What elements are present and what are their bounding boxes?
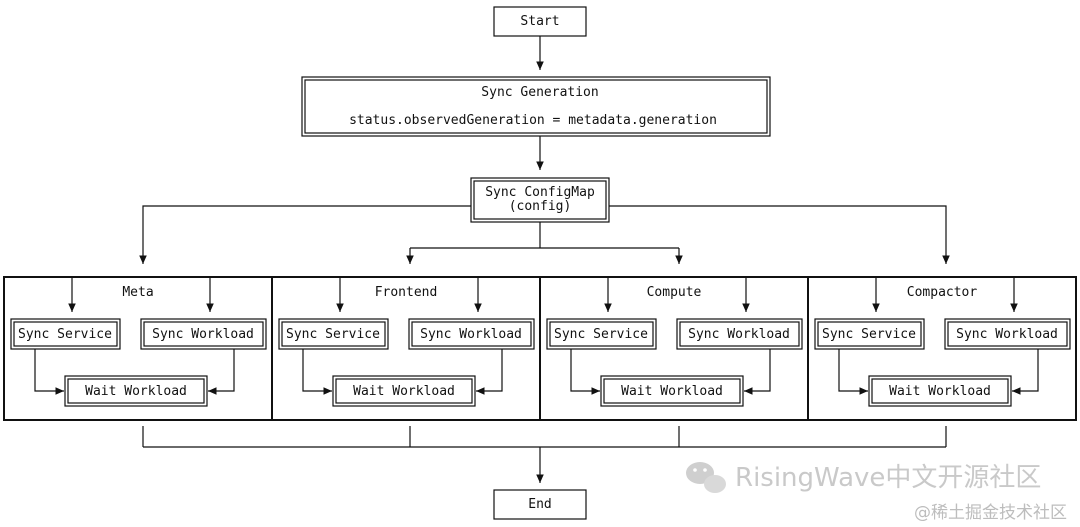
- sync-generation-node: Sync Generation status.observedGeneratio…: [301, 76, 771, 137]
- component-title: Meta: [122, 285, 153, 300]
- wait-workload-label: Wait Workload: [353, 384, 455, 399]
- sync-workload-label: Sync Workload: [956, 327, 1058, 342]
- sync-service-label: Sync Service: [554, 327, 648, 342]
- fanout-connectors: [139, 205, 950, 264]
- sync-service-node: Sync Service: [10, 318, 121, 350]
- component-title: Compute: [647, 285, 702, 300]
- sync-generation-detail: status.observedGeneration = metadata.gen…: [349, 113, 717, 128]
- sync-service-node: Sync Service: [278, 318, 389, 350]
- sync-service-label: Sync Service: [18, 327, 112, 342]
- wait-workload-node: Wait Workload: [332, 375, 476, 407]
- end-label: End: [528, 497, 551, 512]
- wait-workload-node: Wait Workload: [600, 375, 744, 407]
- wait-workload-node: Wait Workload: [64, 375, 208, 407]
- fanin-connectors: [142, 426, 947, 483]
- sync-configmap-node: Sync ConfigMap (config): [470, 177, 610, 223]
- sync-configmap-subtitle: (config): [509, 199, 572, 214]
- watermark: RisingWave中文开源社区 @稀土掘金技术社区: [686, 462, 1067, 523]
- sync-workload-label: Sync Workload: [152, 327, 254, 342]
- wait-workload-label: Wait Workload: [621, 384, 723, 399]
- sync-service-label: Sync Service: [286, 327, 380, 342]
- start-label: Start: [520, 14, 559, 29]
- end-node: End: [493, 489, 587, 520]
- start-node: Start: [493, 6, 587, 37]
- sync-workload-node: Sync Workload: [140, 318, 267, 350]
- component-title: Frontend: [375, 285, 438, 300]
- sync-generation-title: Sync Generation: [481, 85, 598, 100]
- sync-service-label: Sync Service: [822, 327, 916, 342]
- wait-workload-node: Wait Workload: [868, 375, 1012, 407]
- sync-service-node: Sync Service: [814, 318, 925, 350]
- sync-workload-node: Sync Workload: [408, 318, 535, 350]
- watermark-site: @稀土掘金技术社区: [914, 503, 1067, 523]
- wait-workload-label: Wait Workload: [85, 384, 187, 399]
- wait-workload-label: Wait Workload: [889, 384, 991, 399]
- sync-workload-label: Sync Workload: [420, 327, 522, 342]
- sync-configmap-title: Sync ConfigMap: [485, 185, 595, 200]
- sync-workload-node: Sync Workload: [944, 318, 1071, 350]
- sync-workload-node: Sync Workload: [676, 318, 803, 350]
- sync-service-node: Sync Service: [546, 318, 657, 350]
- watermark-brand: RisingWave中文开源社区: [735, 463, 1041, 493]
- component-title: Compactor: [907, 285, 978, 300]
- wechat-logo-icon: [686, 462, 726, 493]
- sync-workload-label: Sync Workload: [688, 327, 790, 342]
